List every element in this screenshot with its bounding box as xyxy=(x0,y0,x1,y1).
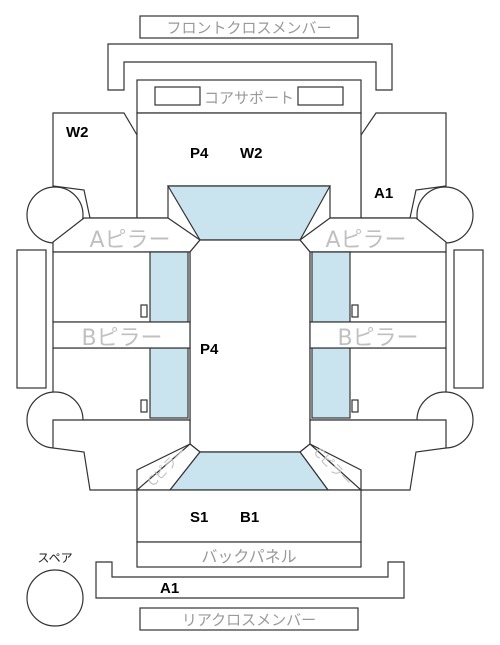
back-panel[interactable] xyxy=(136,541,362,568)
code-trunk-1: S1 xyxy=(190,509,208,526)
a-pillar-left-label: Aピラー xyxy=(89,228,170,253)
left-rear-door-glass[interactable] xyxy=(149,347,189,419)
right-front-door-glass[interactable] xyxy=(311,251,351,323)
b-pillar-left-label: Bピラー xyxy=(81,326,162,351)
rear-cross-member-label: リアクロスメンバー xyxy=(182,611,316,629)
spare-tire[interactable] xyxy=(26,569,84,627)
b-pillar-left[interactable] xyxy=(52,321,191,349)
back-panel-label: バックパネル xyxy=(201,547,296,566)
a-pillar-right-label: Aピラー xyxy=(325,228,406,253)
headlight-left xyxy=(154,86,201,106)
code-roof: P4 xyxy=(200,341,219,358)
right-rear-door-handle xyxy=(351,399,359,413)
code-rear-cross-member: A1 xyxy=(160,580,179,597)
left-front-door-glass[interactable] xyxy=(149,251,189,323)
b-pillar-right-label: Bピラー xyxy=(337,326,418,351)
code-hood-1: P4 xyxy=(190,145,209,162)
b-pillar-right[interactable] xyxy=(309,321,447,349)
code-hood-2: W2 xyxy=(240,145,263,162)
left-rear-door-handle xyxy=(140,399,148,413)
rear-cross-member[interactable] xyxy=(95,561,405,599)
front-cross-member[interactable] xyxy=(107,43,393,91)
code-right-front-fender: A1 xyxy=(374,185,393,202)
right-side-skirt[interactable] xyxy=(453,249,484,389)
code-left-front-fender: W2 xyxy=(66,124,89,141)
trunk-lid[interactable] xyxy=(136,489,362,543)
headlight-right xyxy=(297,86,344,106)
rear-cross-member-box[interactable] xyxy=(139,607,359,631)
front-cross-member-box[interactable] xyxy=(139,15,359,39)
right-rear-door-glass[interactable] xyxy=(311,347,351,419)
spare-label: スペア xyxy=(37,551,72,565)
windshield[interactable] xyxy=(166,185,332,241)
left-front-door-handle xyxy=(140,304,148,318)
core-support-label: コアサポート xyxy=(204,89,294,107)
left-side-skirt[interactable] xyxy=(16,249,47,389)
code-trunk-2: B1 xyxy=(240,509,259,526)
right-front-door-handle xyxy=(351,304,359,318)
front-cross-member-label: フロントクロスメンバー xyxy=(166,19,331,37)
